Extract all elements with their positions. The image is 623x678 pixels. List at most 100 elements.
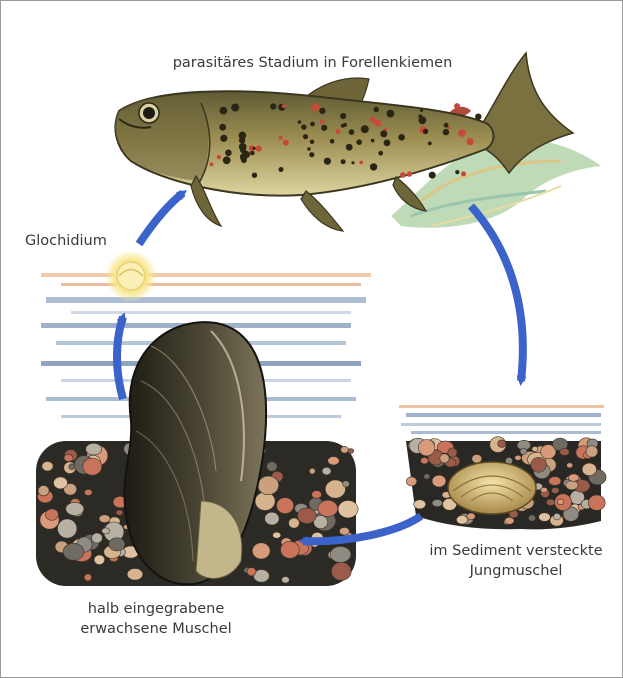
trout-spot <box>330 139 335 144</box>
pebble <box>282 577 290 584</box>
pebble <box>289 518 300 528</box>
pebble <box>456 516 467 525</box>
pebble <box>86 443 102 455</box>
trout-spot <box>467 138 474 145</box>
pebble <box>273 532 281 538</box>
label-adult-mussel: halb eingegrabene erwachsene Muschel <box>41 599 271 639</box>
label-parasitic-stage: parasitäres Stadium in Forellenkiemen <box>1 53 623 73</box>
trout-spot <box>378 151 383 156</box>
pebble <box>586 446 598 457</box>
trout-spot <box>336 129 341 134</box>
trout-spot <box>400 172 406 178</box>
pebble <box>84 489 92 495</box>
pebble <box>109 538 125 551</box>
trout-spot <box>298 120 302 124</box>
trout-spot <box>341 159 346 164</box>
trout-spot <box>231 104 239 112</box>
pebble <box>529 515 536 521</box>
water-surface-right <box>399 405 604 434</box>
trout-spot <box>370 117 376 123</box>
pebble <box>467 513 475 520</box>
pebble <box>45 509 58 520</box>
pebble <box>66 502 84 515</box>
pebble <box>267 462 277 472</box>
trout-spot <box>252 173 257 178</box>
label-juvenile-mussel: im Sediment versteckte Jungmuschel <box>406 541 623 581</box>
trout-spot <box>443 129 449 135</box>
trout-spot <box>241 157 247 163</box>
trout-spot <box>454 103 460 109</box>
pebble <box>69 464 75 470</box>
trout-spot <box>321 125 327 131</box>
pebble <box>421 457 429 464</box>
trout-spot <box>351 161 354 164</box>
trout-spot <box>346 144 353 151</box>
trout-spot <box>374 107 379 112</box>
pebble <box>54 477 68 489</box>
pebble <box>414 500 426 509</box>
pebble <box>331 562 351 580</box>
pebble <box>557 499 563 505</box>
trout-spot <box>428 142 432 146</box>
trout-spot <box>309 152 314 157</box>
trout-spot <box>310 140 314 144</box>
trout-spot <box>310 122 315 127</box>
trout-spot <box>239 132 247 140</box>
juvenile-mussel <box>448 462 536 514</box>
pebble <box>330 546 351 562</box>
trout-spot <box>398 134 405 141</box>
pebble <box>57 519 76 538</box>
pebble <box>322 467 331 475</box>
pebble <box>127 569 143 581</box>
pebble <box>83 458 102 475</box>
arrow-adult-to-glochidium <box>117 317 123 399</box>
label-juvenile-line1: im Sediment versteckte <box>406 541 623 561</box>
trout-spot <box>455 170 459 174</box>
pebble <box>406 477 416 486</box>
pebble <box>102 528 110 534</box>
trout-spot <box>256 146 262 152</box>
trout-spot <box>423 129 428 134</box>
trout-spot <box>458 129 466 137</box>
pebble <box>63 543 84 560</box>
pebble <box>566 481 578 490</box>
trout-spot <box>320 120 325 125</box>
trout-spot <box>223 156 231 164</box>
pebble <box>309 468 315 474</box>
label-glochidium: Glochidium <box>25 231 107 251</box>
pebble <box>520 448 527 454</box>
trout-spot <box>429 172 436 179</box>
trout-spot <box>418 114 422 118</box>
pebble <box>532 446 538 451</box>
trout-spot <box>371 139 375 143</box>
pebble <box>318 500 338 516</box>
trout-spot <box>384 140 391 147</box>
trout-spot <box>311 103 319 111</box>
trout-spot <box>361 125 369 133</box>
trout-spot <box>301 124 306 129</box>
trout-spot <box>407 171 412 176</box>
pebble <box>418 440 435 456</box>
label-adult-line2: erwachsene Muschel <box>41 619 271 639</box>
trout-spot <box>420 109 423 112</box>
trout-spot <box>217 155 221 159</box>
trout-spot <box>387 110 395 118</box>
pebble <box>498 440 506 448</box>
pebble <box>505 517 514 524</box>
trout-spot <box>210 162 214 166</box>
pebble <box>281 541 300 558</box>
pebble <box>341 446 349 453</box>
pebble <box>432 475 446 487</box>
pebble <box>472 454 482 463</box>
trout-spot <box>270 103 276 109</box>
pebble <box>38 486 49 496</box>
pebble <box>265 512 279 525</box>
pebble <box>116 510 123 515</box>
pebble <box>297 508 316 524</box>
pebble <box>64 454 73 461</box>
pebble <box>338 501 358 518</box>
pebble <box>567 463 573 468</box>
trout-spot <box>279 167 284 172</box>
trout-spot <box>380 130 387 137</box>
arrow-glochidium-to-fish <box>139 193 183 244</box>
